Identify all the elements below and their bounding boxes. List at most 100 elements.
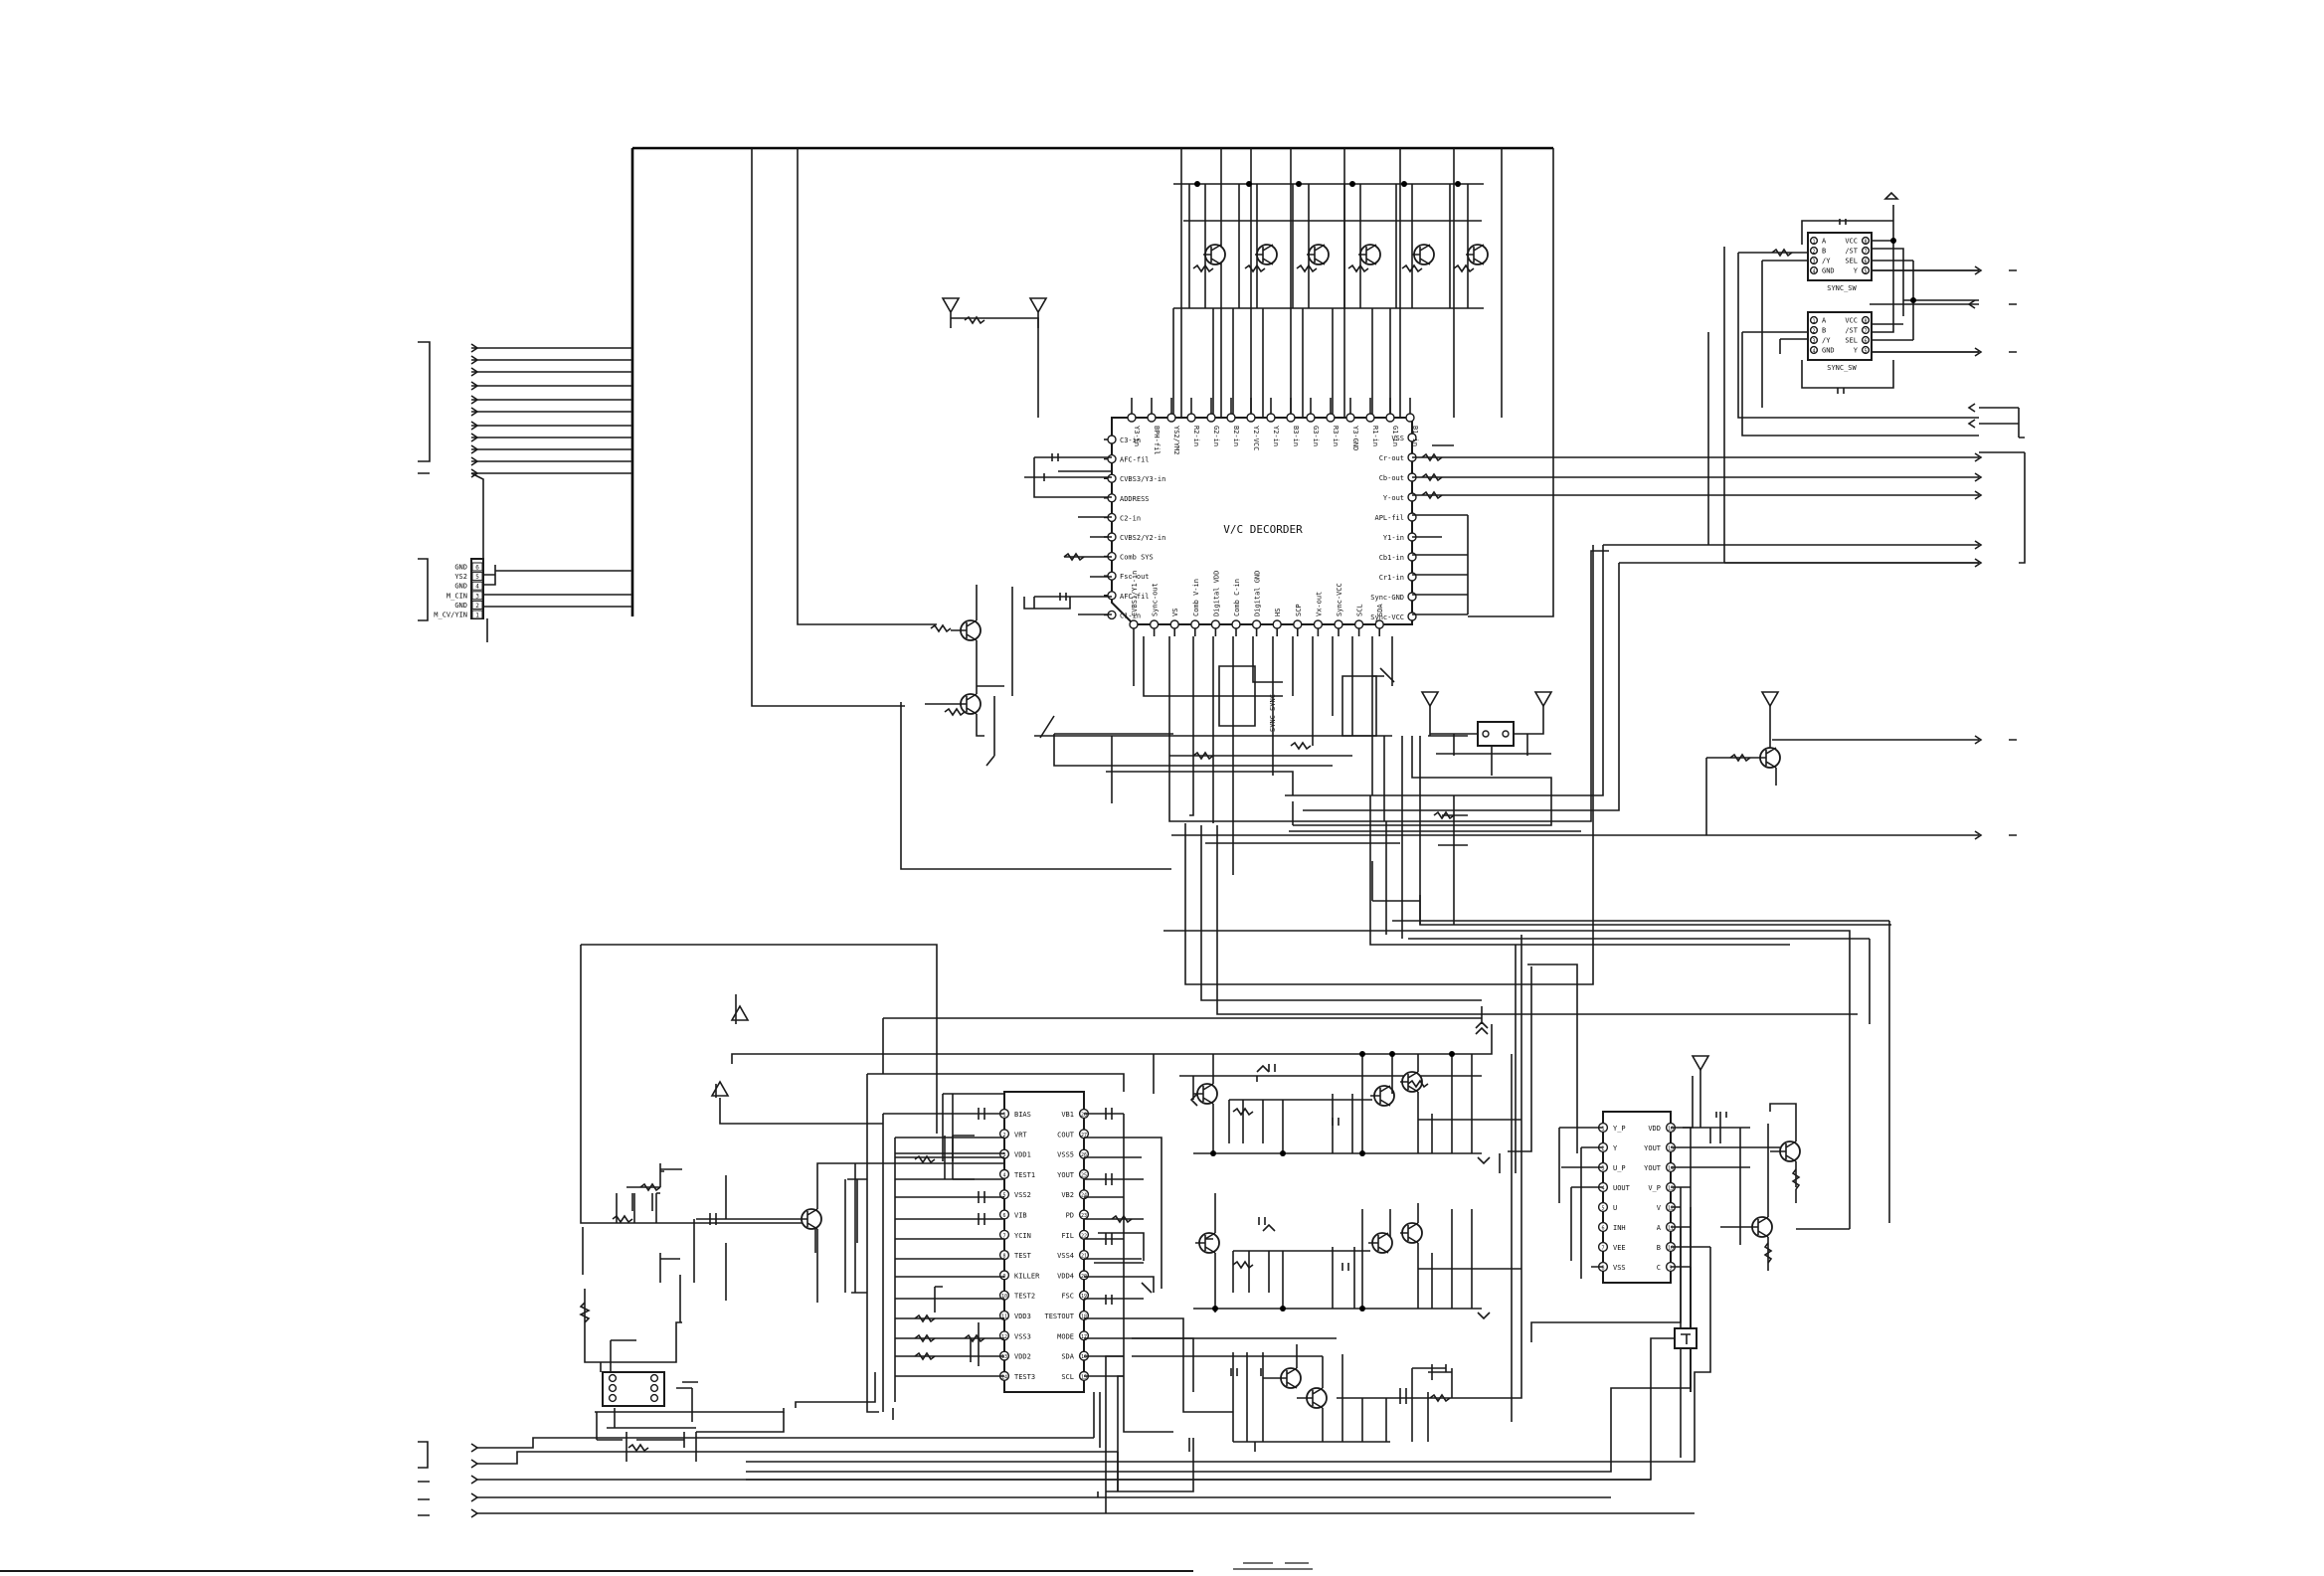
transistor — [1193, 1083, 1218, 1105]
pin-label: VCC — [1845, 238, 1858, 246]
pin — [608, 1373, 618, 1383]
pin — [649, 1383, 659, 1393]
pin — [1809, 315, 1819, 325]
decoder-right-wires — [1285, 247, 2026, 811]
pin — [1107, 591, 1117, 601]
pin-label: 17 — [1081, 1334, 1087, 1340]
transistor — [925, 693, 982, 715]
pin-label: 8 — [1864, 240, 1867, 246]
pin-label: M_CV/YIN — [434, 612, 467, 619]
transistor — [1400, 1222, 1423, 1244]
pin — [1190, 619, 1200, 629]
pin-label: R3-in — [1332, 426, 1340, 446]
pin-label: 14 — [1001, 1374, 1007, 1380]
pin-label: Cr1-in — [1379, 574, 1404, 582]
pin-label: 2 — [475, 603, 479, 610]
pin-label: A — [1822, 238, 1827, 246]
pin-label: 2 — [1002, 1133, 1005, 1138]
pin-label: VEE — [1613, 1244, 1626, 1252]
pin — [1210, 619, 1221, 629]
bottom-input-arrows — [418, 1392, 1695, 1518]
connector-pin — [471, 581, 483, 591]
pin-label: Cb-out — [1379, 474, 1404, 482]
pin-label: Y-out — [1383, 494, 1404, 502]
pin — [1597, 1201, 1609, 1213]
transistor — [1307, 244, 1330, 265]
pin-label: 2 — [1812, 250, 1815, 256]
pin-label: 2 — [1601, 1146, 1604, 1152]
pin-label: AFC-fil — [1120, 593, 1150, 601]
pin-label: FSC — [1061, 1293, 1074, 1301]
pin-label: 7 — [1002, 1233, 1005, 1239]
pin-label: VSS2 — [1014, 1191, 1031, 1199]
buffer-stage — [1099, 935, 1522, 1492]
pin — [1246, 413, 1256, 423]
pin-label: VIB — [1014, 1212, 1027, 1220]
pin — [1129, 619, 1139, 629]
pin-label: YCIN — [1014, 1232, 1031, 1240]
pin — [1385, 413, 1395, 423]
pin — [1286, 413, 1296, 423]
pin-label: 3 — [1002, 1152, 1005, 1158]
pin — [1597, 1241, 1609, 1253]
pin-label: Y2-VCC — [1252, 426, 1260, 450]
pin-label: 4 — [1002, 1172, 1005, 1178]
pin-label: VSS3 — [1014, 1332, 1031, 1340]
pin-label: KILLER — [1014, 1272, 1040, 1280]
pin-label: U — [1613, 1204, 1617, 1212]
pin-label: Y — [1854, 267, 1859, 275]
pin-label: 15 — [1081, 1374, 1087, 1380]
pin — [649, 1393, 659, 1403]
pin-label: BPH-fil — [1153, 426, 1161, 455]
pin-label: 3 — [1601, 1166, 1604, 1172]
pin-label: YS2 — [454, 573, 467, 581]
pin-label: APL-fil — [1374, 514, 1404, 522]
pin — [1809, 246, 1819, 256]
pin-label: VDD — [1648, 1125, 1661, 1133]
pin — [1353, 619, 1364, 629]
pin-label: 16 — [1081, 1354, 1087, 1360]
pin-label: 13 — [1001, 1354, 1007, 1360]
pin-label: VDD2 — [1014, 1353, 1031, 1361]
pin — [1169, 619, 1179, 629]
pin-label: GND — [1822, 347, 1835, 355]
pin — [1405, 413, 1415, 423]
pin-label: YS2/YM2 — [1172, 426, 1180, 455]
pin-label: SDA — [1376, 604, 1384, 616]
pin-label: 1 — [1002, 1113, 1005, 1119]
pin-label: SEL — [1845, 258, 1858, 265]
pin — [608, 1383, 618, 1393]
pin — [1407, 433, 1417, 442]
pin-label: 6 — [1864, 260, 1867, 265]
pin-label: 16 — [1668, 1127, 1674, 1133]
pin-label: Digital VDD — [1212, 571, 1220, 616]
pin-label: CVBS1/Y1-in — [1131, 571, 1139, 616]
pin-label: VS — [1171, 609, 1179, 616]
pin-label: 15 — [1668, 1146, 1674, 1152]
pin-label: SCL — [1061, 1373, 1074, 1381]
pin-label: /Y — [1822, 258, 1831, 265]
pin-label: GND — [1822, 267, 1835, 275]
pin-label: Comb C-in — [1233, 579, 1241, 616]
pin-label: 2 — [1812, 329, 1815, 335]
pin-label: G2-in — [1212, 426, 1220, 446]
pin — [1326, 413, 1336, 423]
pin-label: /Y — [1822, 337, 1831, 345]
pin — [1809, 345, 1819, 355]
pin-label: INH — [1613, 1224, 1626, 1232]
transistor — [1297, 1387, 1328, 1409]
pin-label: 5 — [1002, 1193, 1005, 1199]
pin — [1861, 265, 1871, 275]
pin — [1597, 1221, 1609, 1233]
pin-label: Vx-out — [1315, 592, 1323, 616]
pin — [998, 1290, 1010, 1301]
pin-label: Y3-GND — [1351, 426, 1359, 450]
pin — [1107, 453, 1117, 464]
pin — [1861, 246, 1871, 256]
pin-label: SEL — [1845, 337, 1858, 345]
pin-label: 6 — [1601, 1226, 1604, 1232]
pin-label: 5 — [1601, 1206, 1604, 1212]
pin-label: R1-in — [1371, 426, 1379, 446]
